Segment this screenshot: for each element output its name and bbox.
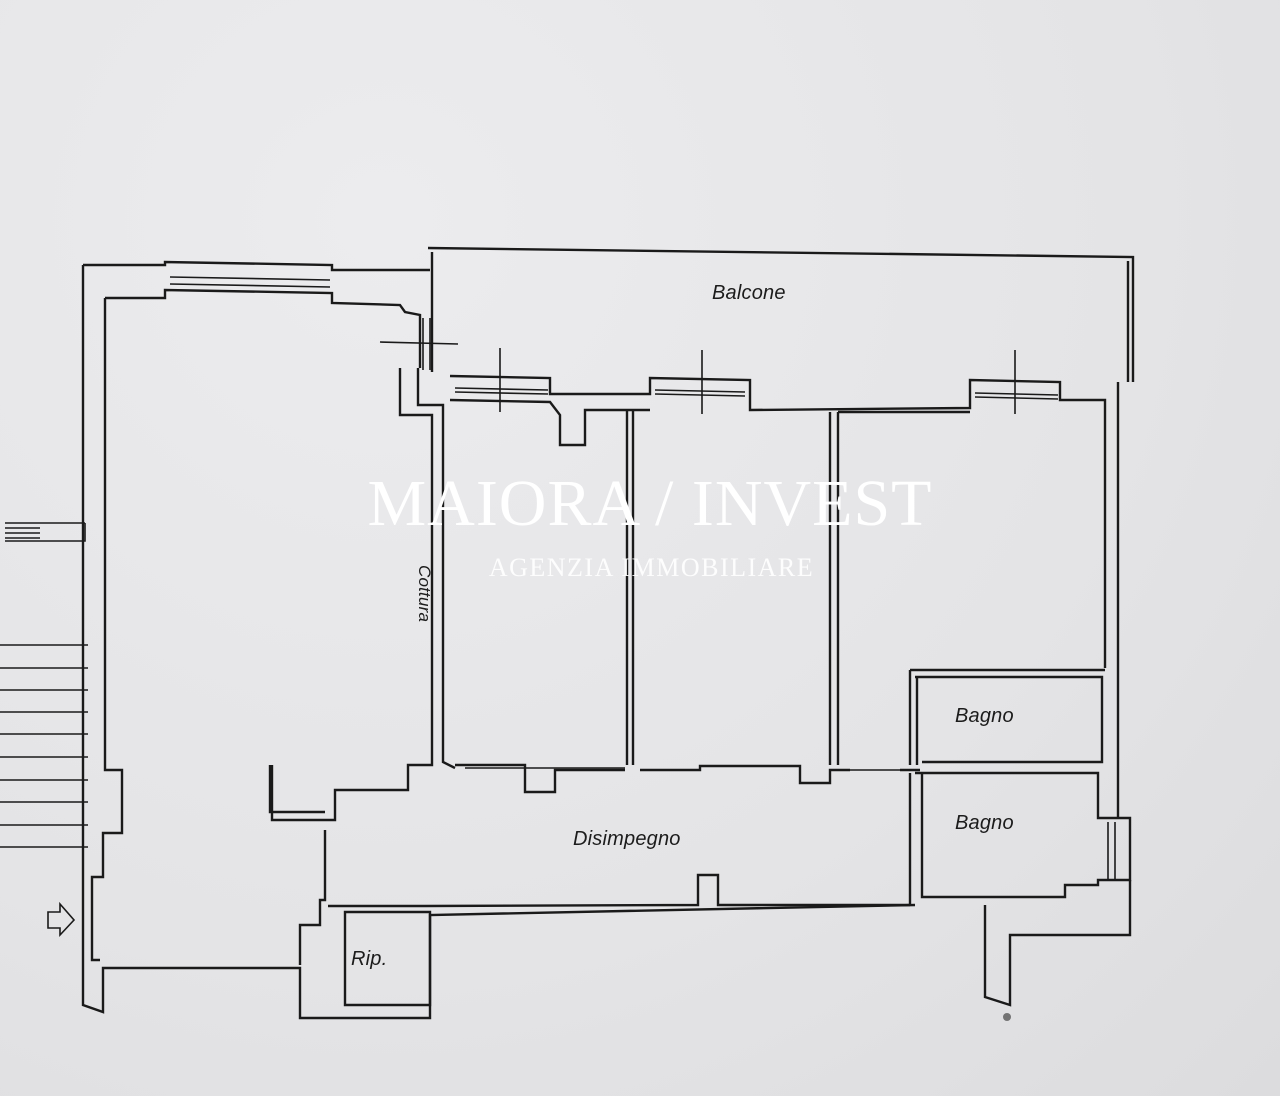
room-label-balcone: Balcone [712,282,786,304]
kitchen-walls [268,368,456,822]
staircase-icon [0,522,88,848]
room-label-bagno-1: Bagno [955,705,1014,727]
bedroom-partitions [455,410,970,794]
bathroom-walls [908,382,1132,1007]
bedroom-north-wall [449,348,1107,668]
room-label-disimpegno: Disimpegno [573,828,681,850]
room-label-bagno-2: Bagno [955,812,1014,834]
room-label-cottura: Cottura [415,565,434,623]
balcony-walls [379,246,1135,382]
room-label-ripostiglio: Rip. [351,948,388,970]
arrow-right-outline-icon [47,901,76,938]
hallway-walls [298,830,910,1007]
